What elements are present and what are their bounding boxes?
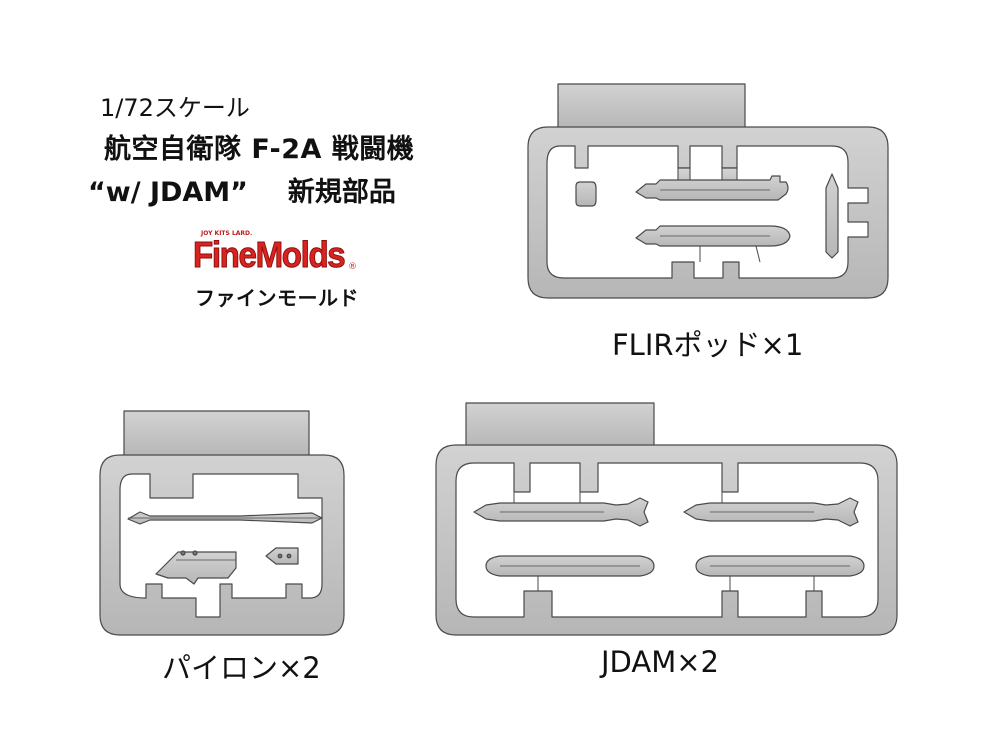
pylon-sprue xyxy=(99,410,345,636)
logo-wordmark: FineMolds xyxy=(193,234,347,276)
pylon-sprue-frame xyxy=(99,454,345,636)
logo-kana: ファインモールド xyxy=(195,286,359,310)
flir-pod-label: FLIRポッド×1 xyxy=(612,328,804,362)
jdam-sprue-frame xyxy=(435,444,898,636)
registered-mark: ® xyxy=(348,262,357,272)
jdam-sprue-tab xyxy=(465,402,655,449)
subtitle-suffix: 新規部品 xyxy=(287,177,396,208)
scale-label: 1/72スケール xyxy=(100,94,250,122)
logo-tagline: JOY KITS LARD. xyxy=(201,230,253,237)
flir-small-part xyxy=(575,181,597,207)
flir-pylon-part xyxy=(825,173,839,259)
jdam-label: JDAM×2 xyxy=(601,645,719,679)
flir-pod-upper xyxy=(635,175,789,201)
pylon-sprue-tab xyxy=(123,410,310,459)
flir-sprue xyxy=(527,83,889,299)
pylon-label: パイロン×2 xyxy=(162,651,321,685)
subtitle-quote: “w/ JDAM” xyxy=(88,177,248,208)
finemolds-logo: JOY KITS LARD. FineMolds ® ファインモールド xyxy=(193,230,363,316)
jdam-sprue xyxy=(435,402,898,636)
flir-sprue-tab xyxy=(557,83,746,131)
flir-sprue-frame xyxy=(527,126,889,299)
product-subtitle: “w/ JDAM” 新規部品 xyxy=(88,170,396,209)
product-title: 航空自衛隊 F-2A 戦闘機 xyxy=(104,134,415,165)
pylon-body xyxy=(155,551,237,585)
